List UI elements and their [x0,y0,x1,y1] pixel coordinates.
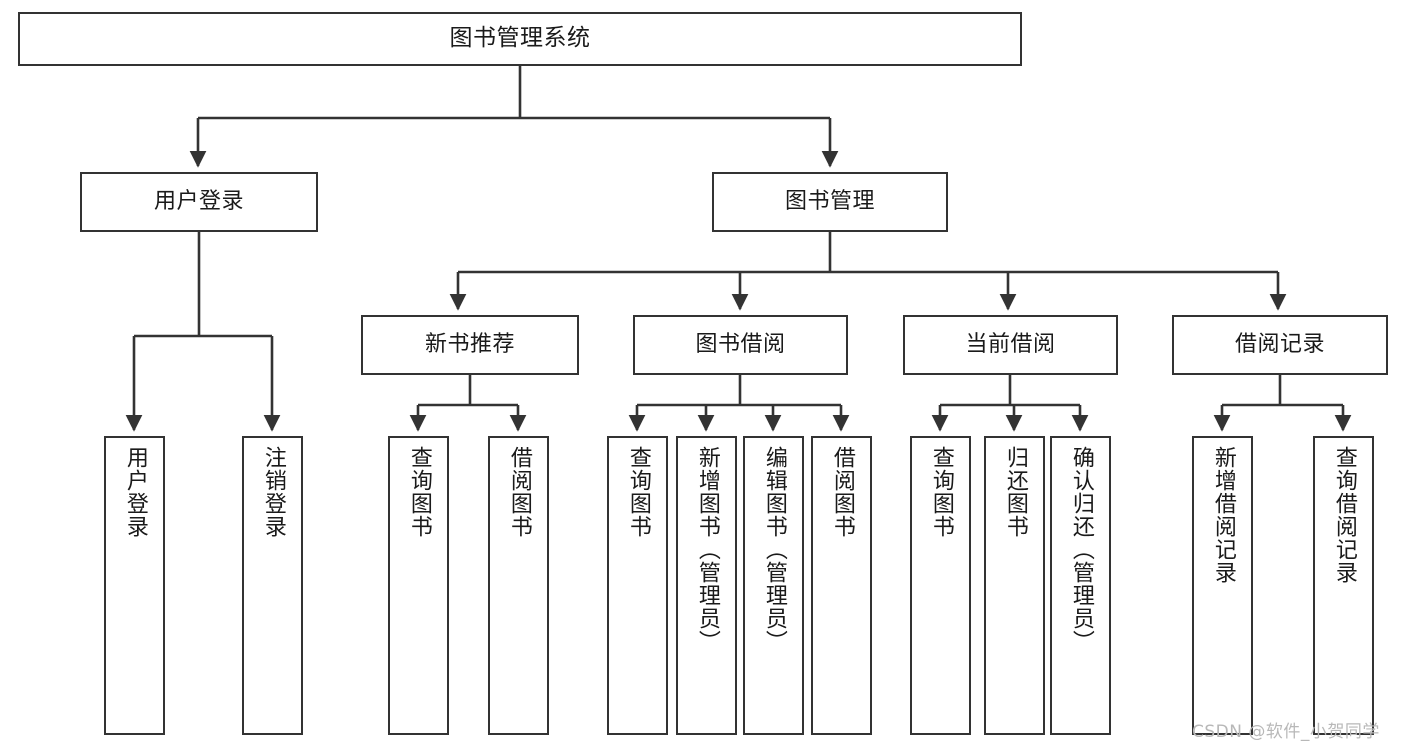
node-leaf-confirm-return[interactable]: 确认归还（管理员） [1050,436,1111,735]
node-leaf-query-book-2[interactable]: 查询图书 [607,436,668,735]
node-leaf-logout[interactable]: 注销登录 [242,436,303,735]
node-book-borrow-label: 图书借阅 [695,332,786,358]
node-book-borrow[interactable]: 图书借阅 [633,315,848,375]
node-leaf-add-book[interactable]: 新增图书（管理员） [676,436,737,735]
node-borrow-record-label: 借阅记录 [1234,332,1325,358]
node-user-login-label: 用户登录 [153,189,244,215]
node-root[interactable]: 图书管理系统 [18,12,1022,66]
node-leaf-borrow-book-1[interactable]: 借阅图书 [488,436,549,735]
node-leaf-return-book[interactable]: 归还图书 [984,436,1045,735]
node-leaf-user-login-label: 用户登录 [122,446,148,538]
node-leaf-borrow-book-1-label: 借阅图书 [506,446,532,538]
node-leaf-logout-label: 注销登录 [260,446,286,538]
node-leaf-borrow-book-2[interactable]: 借阅图书 [811,436,872,735]
node-borrow-record[interactable]: 借阅记录 [1172,315,1388,375]
node-leaf-add-record[interactable]: 新增借阅记录 [1192,436,1253,735]
node-leaf-query-record-label: 查询借阅记录 [1331,446,1357,584]
node-leaf-query-book-2-label: 查询图书 [625,446,651,538]
node-current-borrow[interactable]: 当前借阅 [903,315,1118,375]
node-root-label: 图书管理系统 [449,25,591,52]
node-current-borrow-label: 当前借阅 [965,332,1056,358]
node-leaf-add-book-label: 新增图书（管理员） [694,446,720,653]
node-book-manage[interactable]: 图书管理 [712,172,948,232]
node-new-book-rec-label: 新书推荐 [424,332,515,358]
node-leaf-add-record-label: 新增借阅记录 [1210,446,1236,584]
node-leaf-return-book-label: 归还图书 [1002,446,1028,538]
node-user-login[interactable]: 用户登录 [80,172,318,232]
node-leaf-query-book-3[interactable]: 查询图书 [910,436,971,735]
node-leaf-query-book-3-label: 查询图书 [928,446,954,538]
node-leaf-edit-book-label: 编辑图书（管理员） [761,446,787,653]
node-leaf-confirm-return-label: 确认归还（管理员） [1068,446,1094,653]
node-new-book-rec[interactable]: 新书推荐 [361,315,579,375]
node-leaf-borrow-book-2-label: 借阅图书 [829,446,855,538]
node-leaf-query-record[interactable]: 查询借阅记录 [1313,436,1374,735]
node-leaf-user-login[interactable]: 用户登录 [104,436,165,735]
node-leaf-query-book-1[interactable]: 查询图书 [388,436,449,735]
node-leaf-edit-book[interactable]: 编辑图书（管理员） [743,436,804,735]
node-book-manage-label: 图书管理 [784,189,875,215]
node-leaf-query-book-1-label: 查询图书 [406,446,432,538]
csdn-watermark: CSDN @软件_小贺同学 [1192,722,1380,742]
